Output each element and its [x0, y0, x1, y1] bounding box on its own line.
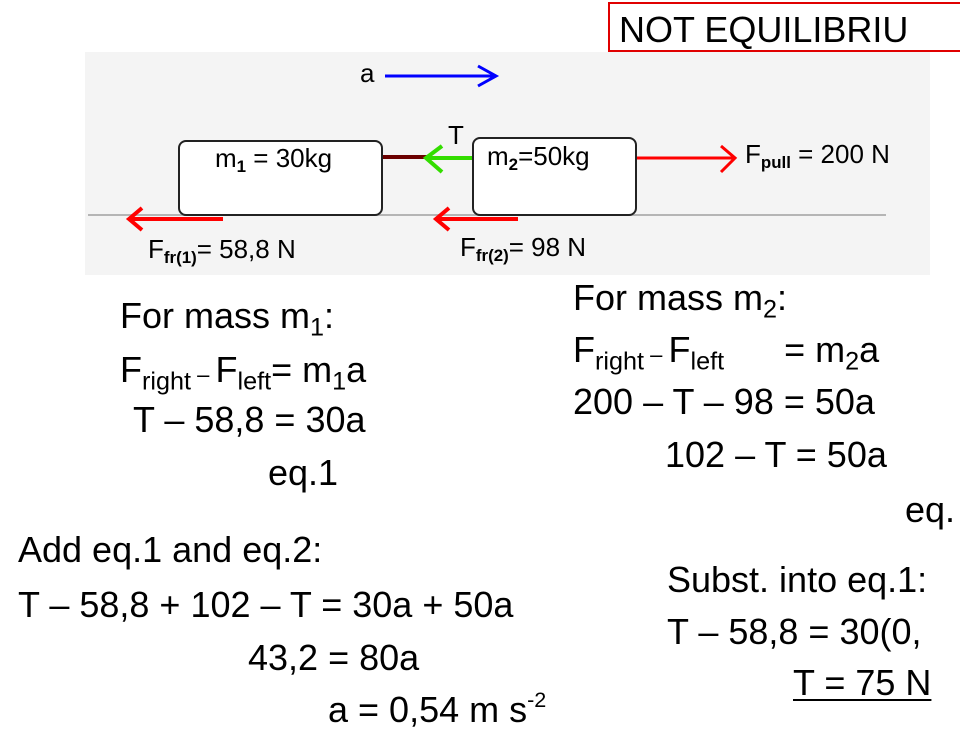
minus: – — [644, 342, 669, 367]
minus: – — [191, 362, 216, 387]
subscript: fr(2) — [475, 246, 509, 266]
equals: = m — [724, 329, 846, 370]
add-heading: Add eq.1 and eq.2: — [18, 529, 323, 570]
subst-equation: T – 58,8 = 30(0, — [667, 611, 922, 652]
eq1-label: eq.1 — [268, 452, 339, 493]
friction-2-label: Ffr(2)= 98 N — [460, 232, 587, 264]
mass-value: = 30kg — [246, 143, 333, 173]
subscript: fr(1) — [163, 248, 197, 268]
tension-result: T = 75 N — [793, 662, 932, 703]
subst-heading: Subst. into eq.1: — [667, 559, 928, 600]
colon: : — [324, 295, 335, 336]
subscript: 1 — [310, 313, 325, 342]
friction-arrow-1 — [125, 206, 223, 232]
acceleration-arrow — [385, 64, 500, 88]
acceleration-result: a = 0,54 m s-2 — [328, 689, 546, 730]
mass2-heading: For mass m2: — [573, 277, 788, 323]
banner-text: NOT EQUILIBRIU — [619, 9, 909, 50]
f-symbol: F — [460, 232, 476, 262]
acceleration-label: a — [360, 58, 375, 88]
tension-label: T — [448, 120, 464, 150]
add-equation: T – 58,8 + 102 – T = 30a + 50a — [18, 584, 514, 625]
add-simplified: 43,2 = 80a — [248, 637, 420, 678]
force-value: = 58,8 N — [196, 234, 296, 264]
mass2-equation: 200 – T – 98 = 50a — [573, 381, 875, 422]
eq2-label: eq. — [905, 489, 956, 530]
subscript: 2 — [763, 295, 778, 324]
friction-arrow-2 — [432, 206, 518, 232]
f-symbol: F — [148, 234, 164, 264]
not-equilibrium-banner: NOT EQUILIBRIU — [608, 2, 960, 52]
a-symbol: a — [859, 329, 880, 370]
mass2-simplified: 102 – T = 50a — [665, 434, 887, 475]
subscript: 2 — [508, 155, 519, 175]
a-symbol: a — [346, 349, 367, 390]
f-symbol: F — [745, 139, 761, 169]
subscript: 1 — [332, 367, 347, 396]
mass1-equation: T – 58,8 = 30a — [133, 399, 366, 440]
m-symbol: m — [215, 143, 237, 173]
equals: = m — [271, 349, 333, 390]
block-m1 — [178, 140, 383, 216]
block-m2 — [472, 137, 637, 216]
superscript: -2 — [527, 686, 547, 712]
f-symbol: F — [120, 349, 142, 390]
result-text: a = 0,54 m s — [328, 689, 528, 730]
heading-text: For mass m — [120, 295, 311, 336]
f-symbol: F — [215, 349, 238, 390]
subscript: 1 — [236, 157, 247, 177]
friction-1-label: Ffr(1)= 58,8 N — [148, 234, 296, 266]
subscript: pull — [760, 153, 791, 173]
block-m1-label: m1 = 30kg — [215, 143, 333, 175]
force-value: = 200 N — [790, 139, 890, 169]
pull-force-label: Fpull = 200 N — [745, 139, 890, 171]
subscript: 2 — [845, 347, 860, 376]
subscript: right — [595, 347, 644, 376]
f-symbol: F — [573, 329, 595, 370]
subscript: right — [142, 367, 191, 396]
heading-text: For mass m — [573, 277, 764, 318]
mass2-newton-law: Fright – Fleft = m2a — [573, 329, 880, 375]
force-value: = 98 N — [508, 232, 587, 262]
m-symbol: m — [487, 141, 509, 171]
pull-force-arrow — [636, 144, 738, 174]
subscript: left — [690, 347, 725, 376]
subscript: left — [237, 367, 272, 396]
mass1-heading: For mass m1: — [120, 295, 335, 341]
mass1-newton-law: Fright – Fleft= m1a — [120, 349, 367, 395]
mass-value: =50kg — [518, 141, 590, 171]
block-m2-label: m2=50kg — [487, 141, 590, 173]
f-symbol: F — [668, 329, 691, 370]
colon: : — [777, 277, 788, 318]
tension-arrow — [422, 144, 472, 174]
